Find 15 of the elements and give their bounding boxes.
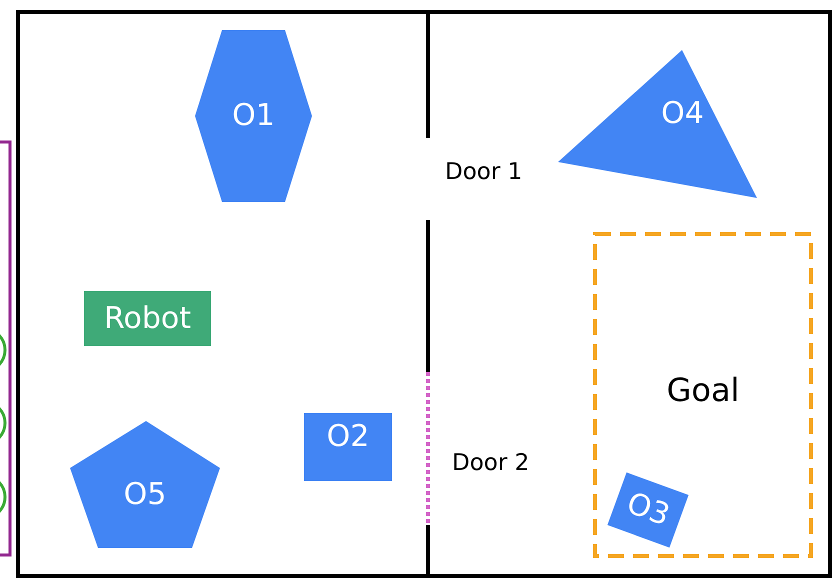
shape-label: O5 — [124, 480, 166, 510]
shape-label: O2 — [326, 422, 370, 452]
pentagon-obstacle — [70, 421, 220, 548]
triangle-obstacle — [558, 50, 757, 198]
shape-label: O3 — [622, 488, 674, 532]
goal-region — [593, 232, 813, 558]
shape-label: Robot — [104, 304, 191, 334]
shape-label: O1 — [232, 101, 275, 131]
shape-label: O4 — [661, 99, 704, 129]
shape-label: Goal — [666, 374, 740, 406]
door-label: Door 1 — [445, 161, 522, 184]
door-label: Door 2 — [452, 452, 530, 475]
square-obstacle — [304, 413, 392, 481]
robot-box — [84, 291, 211, 346]
hexagon-obstacle — [195, 30, 312, 202]
